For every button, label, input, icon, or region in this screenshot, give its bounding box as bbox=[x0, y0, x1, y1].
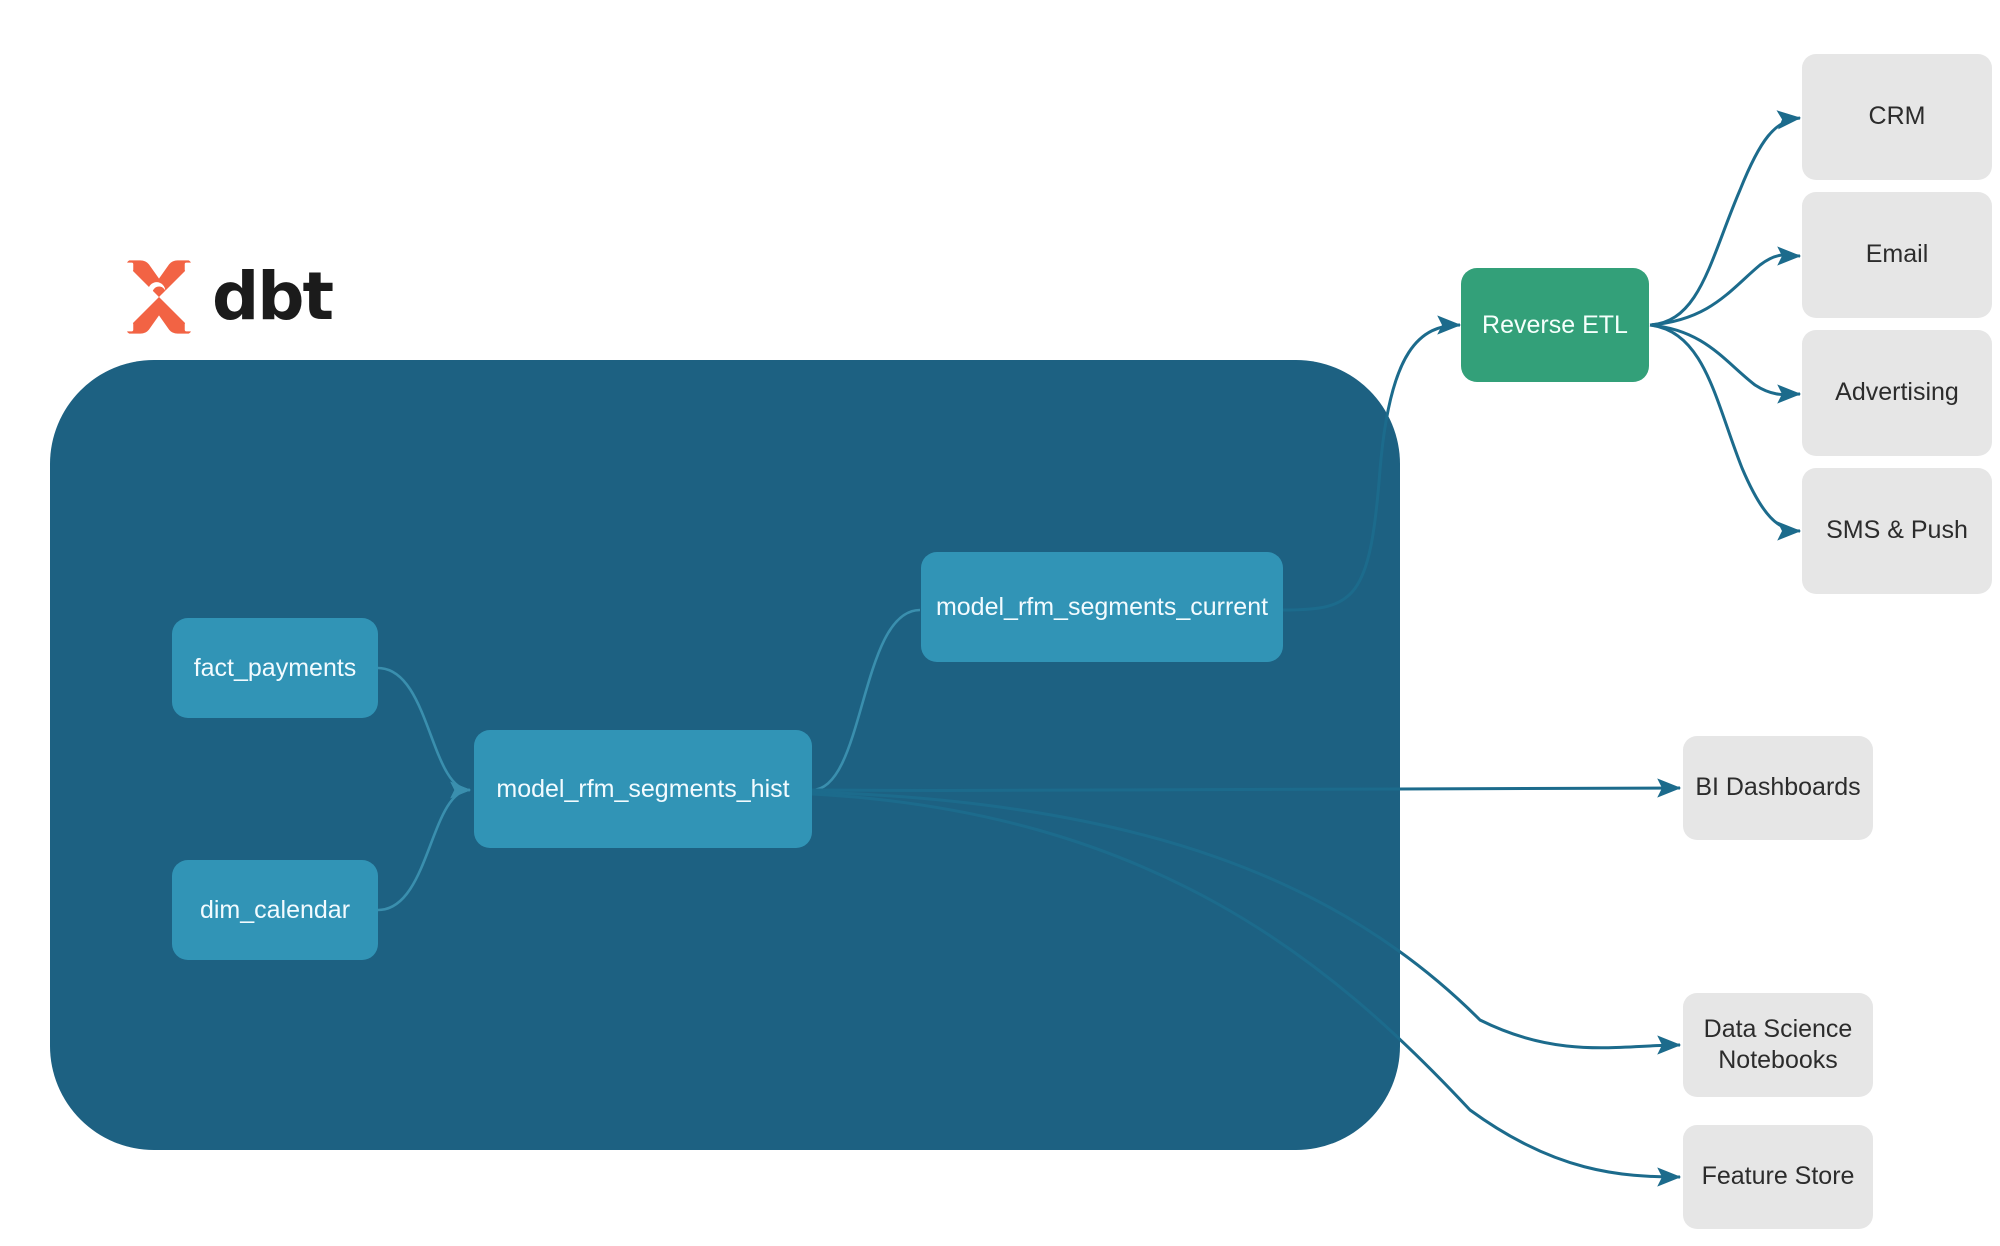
dbt-wordmark: dbt bbox=[212, 258, 334, 335]
edge-reverse-etl-to-email bbox=[1649, 246, 1802, 327]
edge-reverse-etl-to-sms-push bbox=[1649, 323, 1802, 541]
node-label: Email bbox=[1865, 240, 1929, 269]
edge-fact-payments-to-rfm-hist bbox=[377, 666, 472, 799]
edge-reverse-etl-to-advertising bbox=[1649, 323, 1802, 404]
node-advertising[interactable]: Advertising bbox=[1802, 330, 1992, 456]
node-label: Advertising bbox=[1835, 378, 1959, 407]
node-label-line1: Data Science bbox=[1703, 1014, 1853, 1043]
node-email[interactable]: Email bbox=[1802, 192, 1992, 318]
node-sms-push[interactable]: SMS & Push bbox=[1802, 468, 1992, 594]
node-label: SMS & Push bbox=[1826, 516, 1968, 545]
node-label: Feature Store bbox=[1701, 1162, 1855, 1191]
node-label: fact_payments bbox=[193, 653, 357, 682]
edge-rfm-hist-to-data-science-notebooks bbox=[811, 790, 1682, 1055]
node-label: CRM bbox=[1868, 102, 1926, 131]
node-model-rfm-segments-current[interactable]: model_rfm_segments_current bbox=[921, 552, 1283, 662]
edge-dim-calendar-to-rfm-hist bbox=[377, 781, 472, 912]
node-crm[interactable]: CRM bbox=[1802, 54, 1992, 180]
node-reverse-etl[interactable]: Reverse ETL bbox=[1461, 268, 1649, 382]
node-label: BI Dashboards bbox=[1695, 773, 1861, 802]
node-model-rfm-segments-hist[interactable]: model_rfm_segments_hist bbox=[474, 730, 812, 848]
node-label: model_rfm_segments_current bbox=[935, 592, 1269, 621]
node-label-line2: Notebooks bbox=[1718, 1046, 1838, 1074]
edge-rfm-hist-to-rfm-current bbox=[811, 608, 921, 792]
node-data-science-notebooks[interactable]: Data Science Notebooks bbox=[1683, 993, 1873, 1097]
node-dim-calendar[interactable]: dim_calendar bbox=[172, 860, 378, 960]
edge-rfm-hist-to-feature-store bbox=[811, 792, 1682, 1187]
node-label: model_rfm_segments_hist bbox=[496, 774, 790, 803]
edge-rfm-hist-to-bi-dashboards bbox=[811, 778, 1682, 798]
edge-reverse-etl-to-crm bbox=[1649, 110, 1802, 327]
node-label: dim_calendar bbox=[199, 895, 351, 924]
edge-rfm-current-to-reverse-etl bbox=[1282, 315, 1462, 612]
node-fact-payments[interactable]: fact_payments bbox=[172, 618, 378, 718]
node-label: Reverse ETL bbox=[1482, 310, 1628, 339]
node-bi-dashboards[interactable]: BI Dashboards bbox=[1683, 736, 1873, 840]
dbt-logo: dbt bbox=[120, 258, 334, 336]
dbt-x-star-icon bbox=[124, 260, 194, 334]
node-feature-store[interactable]: Feature Store bbox=[1683, 1125, 1873, 1229]
